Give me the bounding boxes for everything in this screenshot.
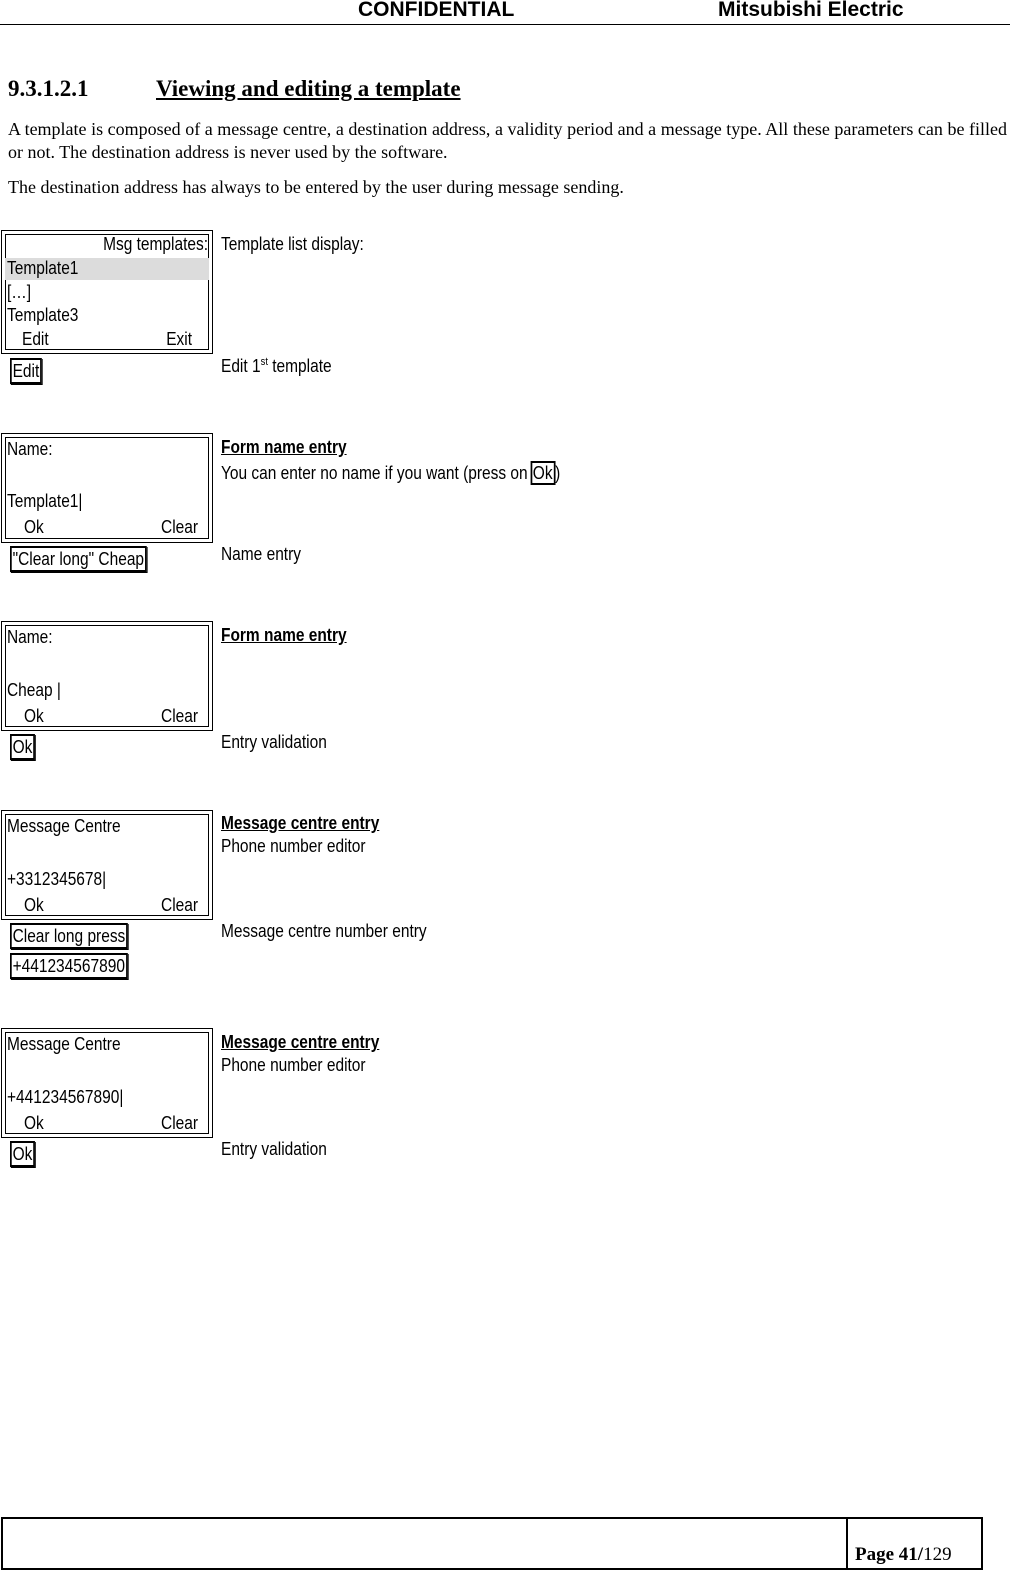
- softkey-right[interactable]: Exit: [166, 329, 192, 349]
- key-description: Entry validation: [221, 732, 327, 752]
- key-description: Edit 1st template: [221, 356, 332, 376]
- page-number: Page 41/129: [855, 1544, 952, 1565]
- key-description: Message centre number entry: [221, 921, 427, 941]
- softkey-left[interactable]: Ok: [24, 517, 44, 537]
- section-number: 9.3.1.2.1: [8, 76, 89, 101]
- screen-frame: [5, 1032, 209, 1134]
- softkey-right[interactable]: Clear: [161, 517, 198, 537]
- phone-screen-name-validate: Name: Cheap | Ok Clear: [1, 621, 213, 731]
- number-field[interactable]: +441234567890|: [7, 1087, 124, 1107]
- clear-long-press-key[interactable]: Clear long press: [10, 923, 128, 949]
- screen-frame: [5, 234, 209, 350]
- softkey-left[interactable]: Edit: [22, 329, 49, 349]
- name-field[interactable]: Cheap |: [7, 680, 61, 700]
- phone-screen-template-list: Msg templates: Template1 […] Template3 E…: [1, 230, 213, 354]
- step-description: Phone number editor: [221, 1055, 366, 1075]
- step-description: Template list display:: [221, 234, 364, 254]
- phone-screen-message-centre-validate: Message Centre +441234567890| Ok Clear: [1, 1028, 213, 1138]
- clear-long-key-sequence[interactable]: "Clear long" Cheap: [10, 546, 147, 572]
- ok-key[interactable]: Ok: [10, 1141, 35, 1167]
- company-name: Mitsubishi Electric: [718, 0, 904, 21]
- page-header: CONFIDENTIAL Mitsubishi Electric: [0, 0, 1010, 25]
- screen-frame: [5, 625, 209, 727]
- list-item[interactable]: Template3: [7, 305, 79, 325]
- footer-divider: [846, 1519, 848, 1568]
- field-label: Name:: [7, 627, 53, 647]
- list-item[interactable]: Template1: [7, 258, 79, 278]
- step-description: Phone number editor: [221, 836, 366, 856]
- edit-key[interactable]: Edit: [10, 358, 42, 384]
- ok-key[interactable]: Ok: [10, 734, 35, 760]
- section-title: Viewing and editing a template: [156, 76, 461, 101]
- step-title: Form name entry: [221, 437, 347, 457]
- field-label: Message Centre: [7, 1034, 121, 1054]
- softkey-left[interactable]: Ok: [24, 895, 44, 915]
- selection-highlight: [5, 258, 209, 280]
- softkey-left[interactable]: Ok: [24, 706, 44, 726]
- section-heading: 9.3.1.2.1 Viewing and editing a template: [8, 76, 461, 102]
- field-label: Name:: [7, 439, 53, 459]
- softkey-right[interactable]: Clear: [161, 706, 198, 726]
- step-title: Message centre entry: [221, 1032, 380, 1052]
- step-title: Message centre entry: [221, 813, 380, 833]
- number-field[interactable]: +3312345678|: [7, 869, 107, 889]
- softkey-right[interactable]: Clear: [161, 895, 198, 915]
- softkey-left[interactable]: Ok: [24, 1113, 44, 1133]
- phone-screen-name-entry: Name: Template1| Ok Clear: [1, 433, 213, 543]
- screen-frame: [5, 437, 209, 539]
- name-field[interactable]: Template1|: [7, 491, 83, 511]
- screen-header: Msg templates:: [103, 234, 208, 254]
- field-label: Message Centre: [7, 816, 121, 836]
- ok-key-inline[interactable]: Ok: [530, 461, 556, 485]
- softkey-right[interactable]: Clear: [161, 1113, 198, 1133]
- key-description: Entry validation: [221, 1139, 327, 1159]
- step-description: You can enter no name if you want (press…: [221, 461, 561, 485]
- screen-frame: [5, 814, 209, 916]
- page-footer: Page 41/129: [1, 1517, 983, 1570]
- intro-paragraph: A template is composed of a message cent…: [8, 119, 1007, 162]
- step-title: Form name entry: [221, 625, 347, 645]
- number-keys[interactable]: +441234567890: [10, 953, 128, 979]
- list-item[interactable]: […]: [7, 282, 32, 302]
- key-description: Name entry: [221, 544, 302, 564]
- confidential-label: CONFIDENTIAL: [358, 0, 515, 21]
- destination-note: The destination address has always to be…: [8, 177, 624, 197]
- phone-screen-message-centre: Message Centre +3312345678| Ok Clear: [1, 810, 213, 920]
